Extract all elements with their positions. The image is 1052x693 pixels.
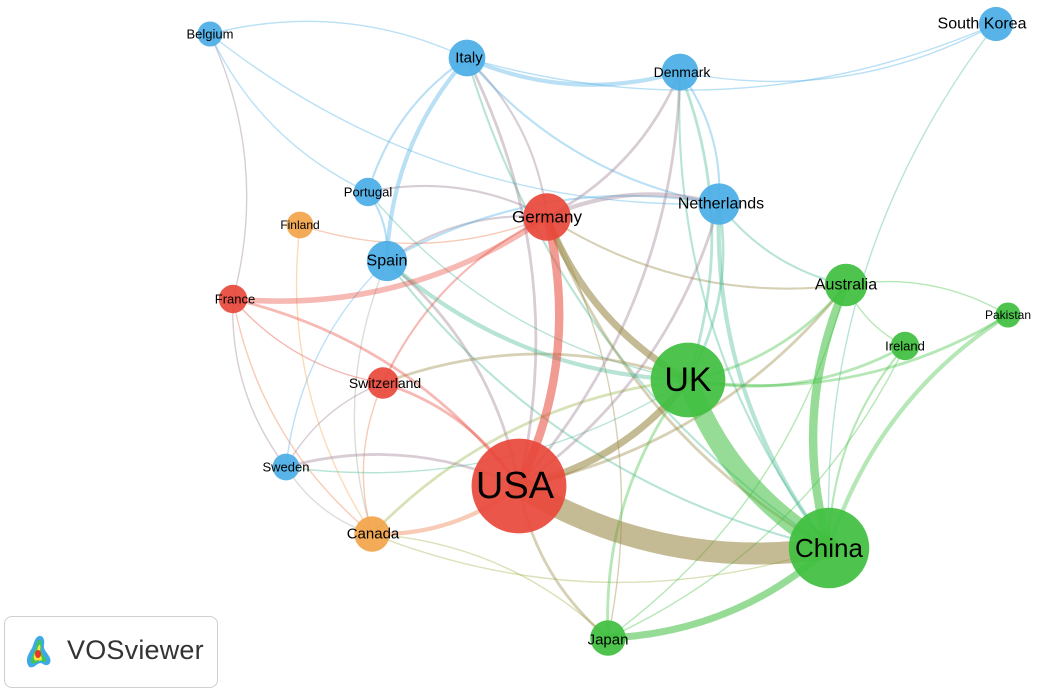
node-china[interactable] [788,507,870,589]
node-spain[interactable] [366,240,408,282]
link-italy-netherlands [465,56,721,206]
link-spain-uk [384,258,691,383]
node-label-pakistan: Pakistan [985,308,1031,322]
node-label-australia: Australia [815,277,877,294]
link-netherlands-china [716,201,832,551]
node-germany[interactable] [523,193,571,241]
node-label-usa: USA [476,465,555,507]
link-germany-australia [545,215,848,290]
node-label-germany: Germany [512,208,582,227]
link-france-belgium [209,33,248,300]
node-label-denmark: Denmark [654,64,712,80]
link-usa-italy [465,56,538,488]
node-label-uk: UK [664,361,712,399]
link-uk-pakistan [686,313,1010,387]
node-netherlands[interactable] [698,183,740,225]
link-spain-canada [353,260,388,535]
node-label-sweden: Sweden [263,460,310,475]
link-france-canada [232,298,373,535]
node-south-korea[interactable] [978,6,1014,42]
node-label-france: France [215,292,255,307]
link-italy-portugal [366,56,469,194]
node-label-netherlands: Netherlands [678,196,764,213]
link-finland-canada [295,224,373,535]
link-denmark-south-korea [679,23,997,83]
node-australia[interactable] [824,263,868,307]
node-label-south-korea: South Korea [938,16,1027,33]
link-uk-denmark [678,70,714,382]
link-france-germany [230,214,550,304]
node-sweden[interactable] [272,453,300,481]
link-italy-south-korea [466,23,997,91]
node-label-spain: Spain [367,253,408,270]
node-label-switzerland: Switzerland [349,375,421,391]
node-label-belgium: Belgium [187,27,234,42]
node-denmark[interactable] [661,53,699,91]
link-netherlands-australia [717,202,848,287]
link-belgium-portugal [209,33,369,193]
link-portugal-uk [367,191,689,381]
link-spain-sweden [285,260,388,468]
link-uk-canada [370,378,690,536]
node-france[interactable] [218,284,248,314]
link-usa-netherlands [517,202,721,488]
node-pakistan[interactable] [995,302,1021,328]
node-label-ireland: Ireland [885,339,925,354]
links-layer [209,20,1011,642]
brand-name: VOSviewer [67,635,204,665]
link-germany-switzerland [381,215,549,385]
link-finland-germany [299,216,548,245]
node-label-finland: Finland [280,218,319,232]
node-finland[interactable] [286,211,314,239]
link-canada-china [371,533,830,584]
link-spain-china [385,259,831,550]
link-germany-denmark [545,70,682,219]
node-label-portugal: Portugal [344,185,393,200]
node-label-canada: Canada [347,526,400,543]
node-belgium[interactable] [197,21,223,47]
link-usa-denmark [517,70,682,488]
node-switzerland[interactable] [367,367,399,399]
nodes-layer [197,6,1021,656]
link-japan-canada [371,533,609,639]
node-italy[interactable] [448,39,486,77]
link-denmark-china [678,70,831,550]
node-usa[interactable] [471,438,567,534]
link-france-switzerland [232,298,384,384]
link-uk-switzerland [381,352,690,385]
node-canada[interactable] [354,516,390,552]
node-uk[interactable] [650,342,726,418]
vosviewer-badge: VOSviewer [4,616,218,688]
vosviewer-heatmap-logo-icon [26,635,51,668]
node-ireland[interactable] [890,331,920,361]
node-portugal[interactable] [353,177,383,207]
link-south-korea-china [827,23,997,549]
node-label-china: China [795,533,863,563]
node-label-italy: Italy [455,50,483,67]
node-label-japan: Japan [588,632,629,649]
link-italy-spain [384,55,470,264]
link-switzerland-canada [362,382,384,535]
link-italy-belgium [209,20,468,59]
node-japan[interactable] [590,620,626,656]
link-france-sweden [232,298,287,468]
link-italy-denmark [464,55,683,87]
link-belgium-netherlands [209,33,720,205]
